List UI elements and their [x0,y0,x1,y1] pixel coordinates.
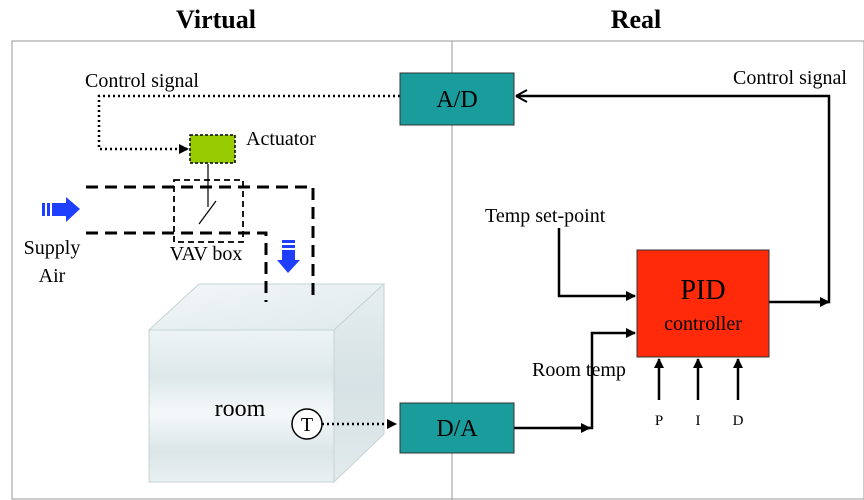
da-converter-block [399,402,515,454]
i-label: I [696,413,701,429]
pid-gain-inputs: P I D [654,358,744,429]
room-label: room [215,396,266,422]
vav-duct [86,185,315,302]
d-label: D [733,413,744,429]
damper-blade [198,200,217,225]
virtual-header: Virtual [176,5,256,34]
ad-converter-block [399,72,515,126]
p-label: P [655,413,663,429]
temp-sensor-label: T [301,414,313,436]
control-signal-left-label: Control signal [85,70,199,92]
room-box [147,282,386,484]
supply-air-arrow-icon [42,197,80,222]
room-temp-label: Room temp [532,359,626,381]
actuator-block [189,134,236,164]
room-air-arrow-icon [277,240,300,273]
room-temp-line [514,328,636,430]
pid-title: PID [680,275,725,306]
supply-air-label-line1: Supply [24,237,81,259]
ad-label: A/D [436,87,477,113]
real-header: Real [611,5,662,34]
temp-setpoint-label: Temp set-point [485,205,606,227]
da-label: D/A [436,416,478,442]
control-signal-right-label: Control signal [733,67,847,89]
setpoint-line [557,228,636,301]
pid-controller-block [636,249,770,358]
pid-subtitle: controller [664,313,742,335]
control-signal-real-line [515,89,831,304]
supply-air-label-line2: Air [39,265,66,287]
control-signal-virtual-line [97,94,400,154]
outer-frame [11,40,864,500]
vav-box-label: VAV box [170,243,243,265]
actuator-label: Actuator [246,128,316,150]
